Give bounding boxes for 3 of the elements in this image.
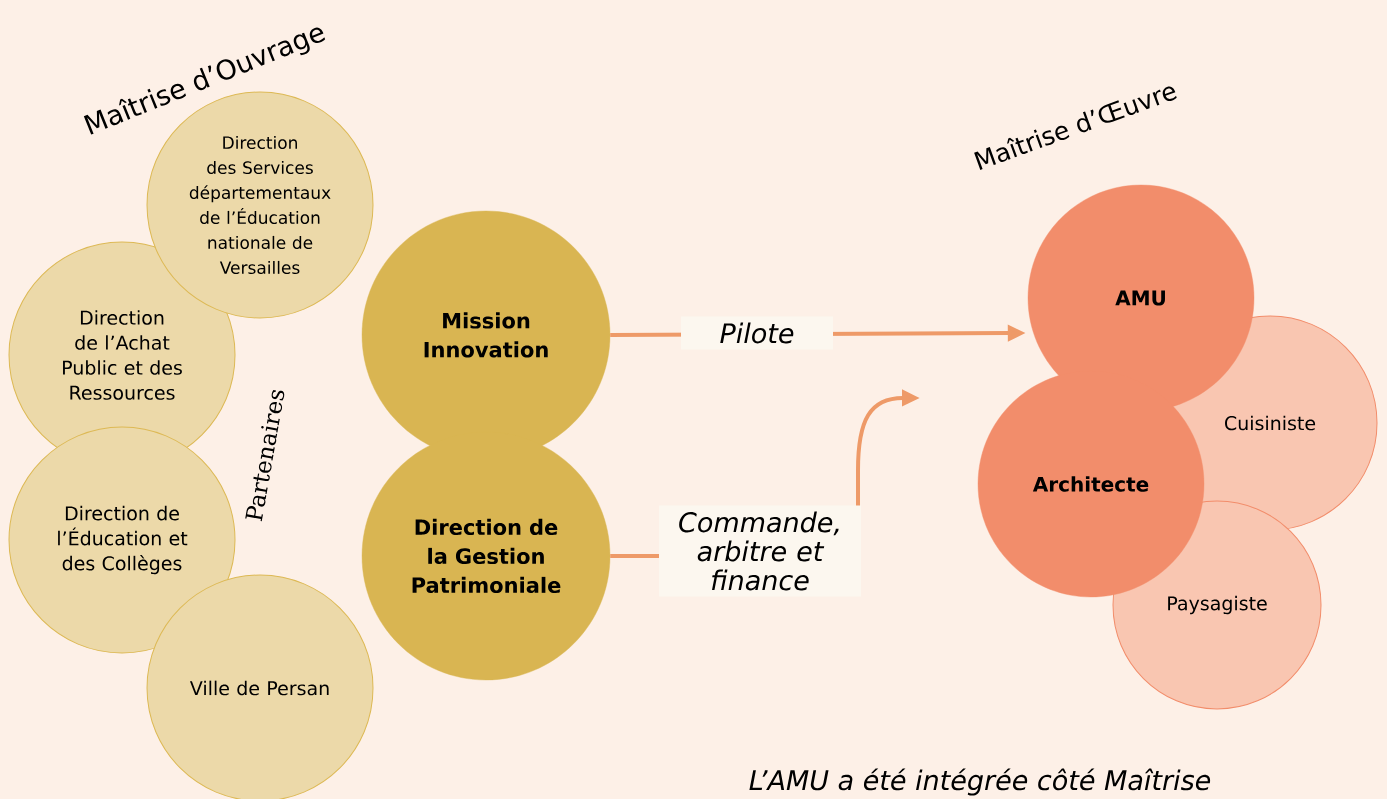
edge-label: Pilote — [681, 316, 833, 350]
edge-label: Commande, arbitre et finance — [659, 505, 861, 597]
note: L’AMU a été intégrée côté Maîtrise — [749, 768, 1211, 796]
